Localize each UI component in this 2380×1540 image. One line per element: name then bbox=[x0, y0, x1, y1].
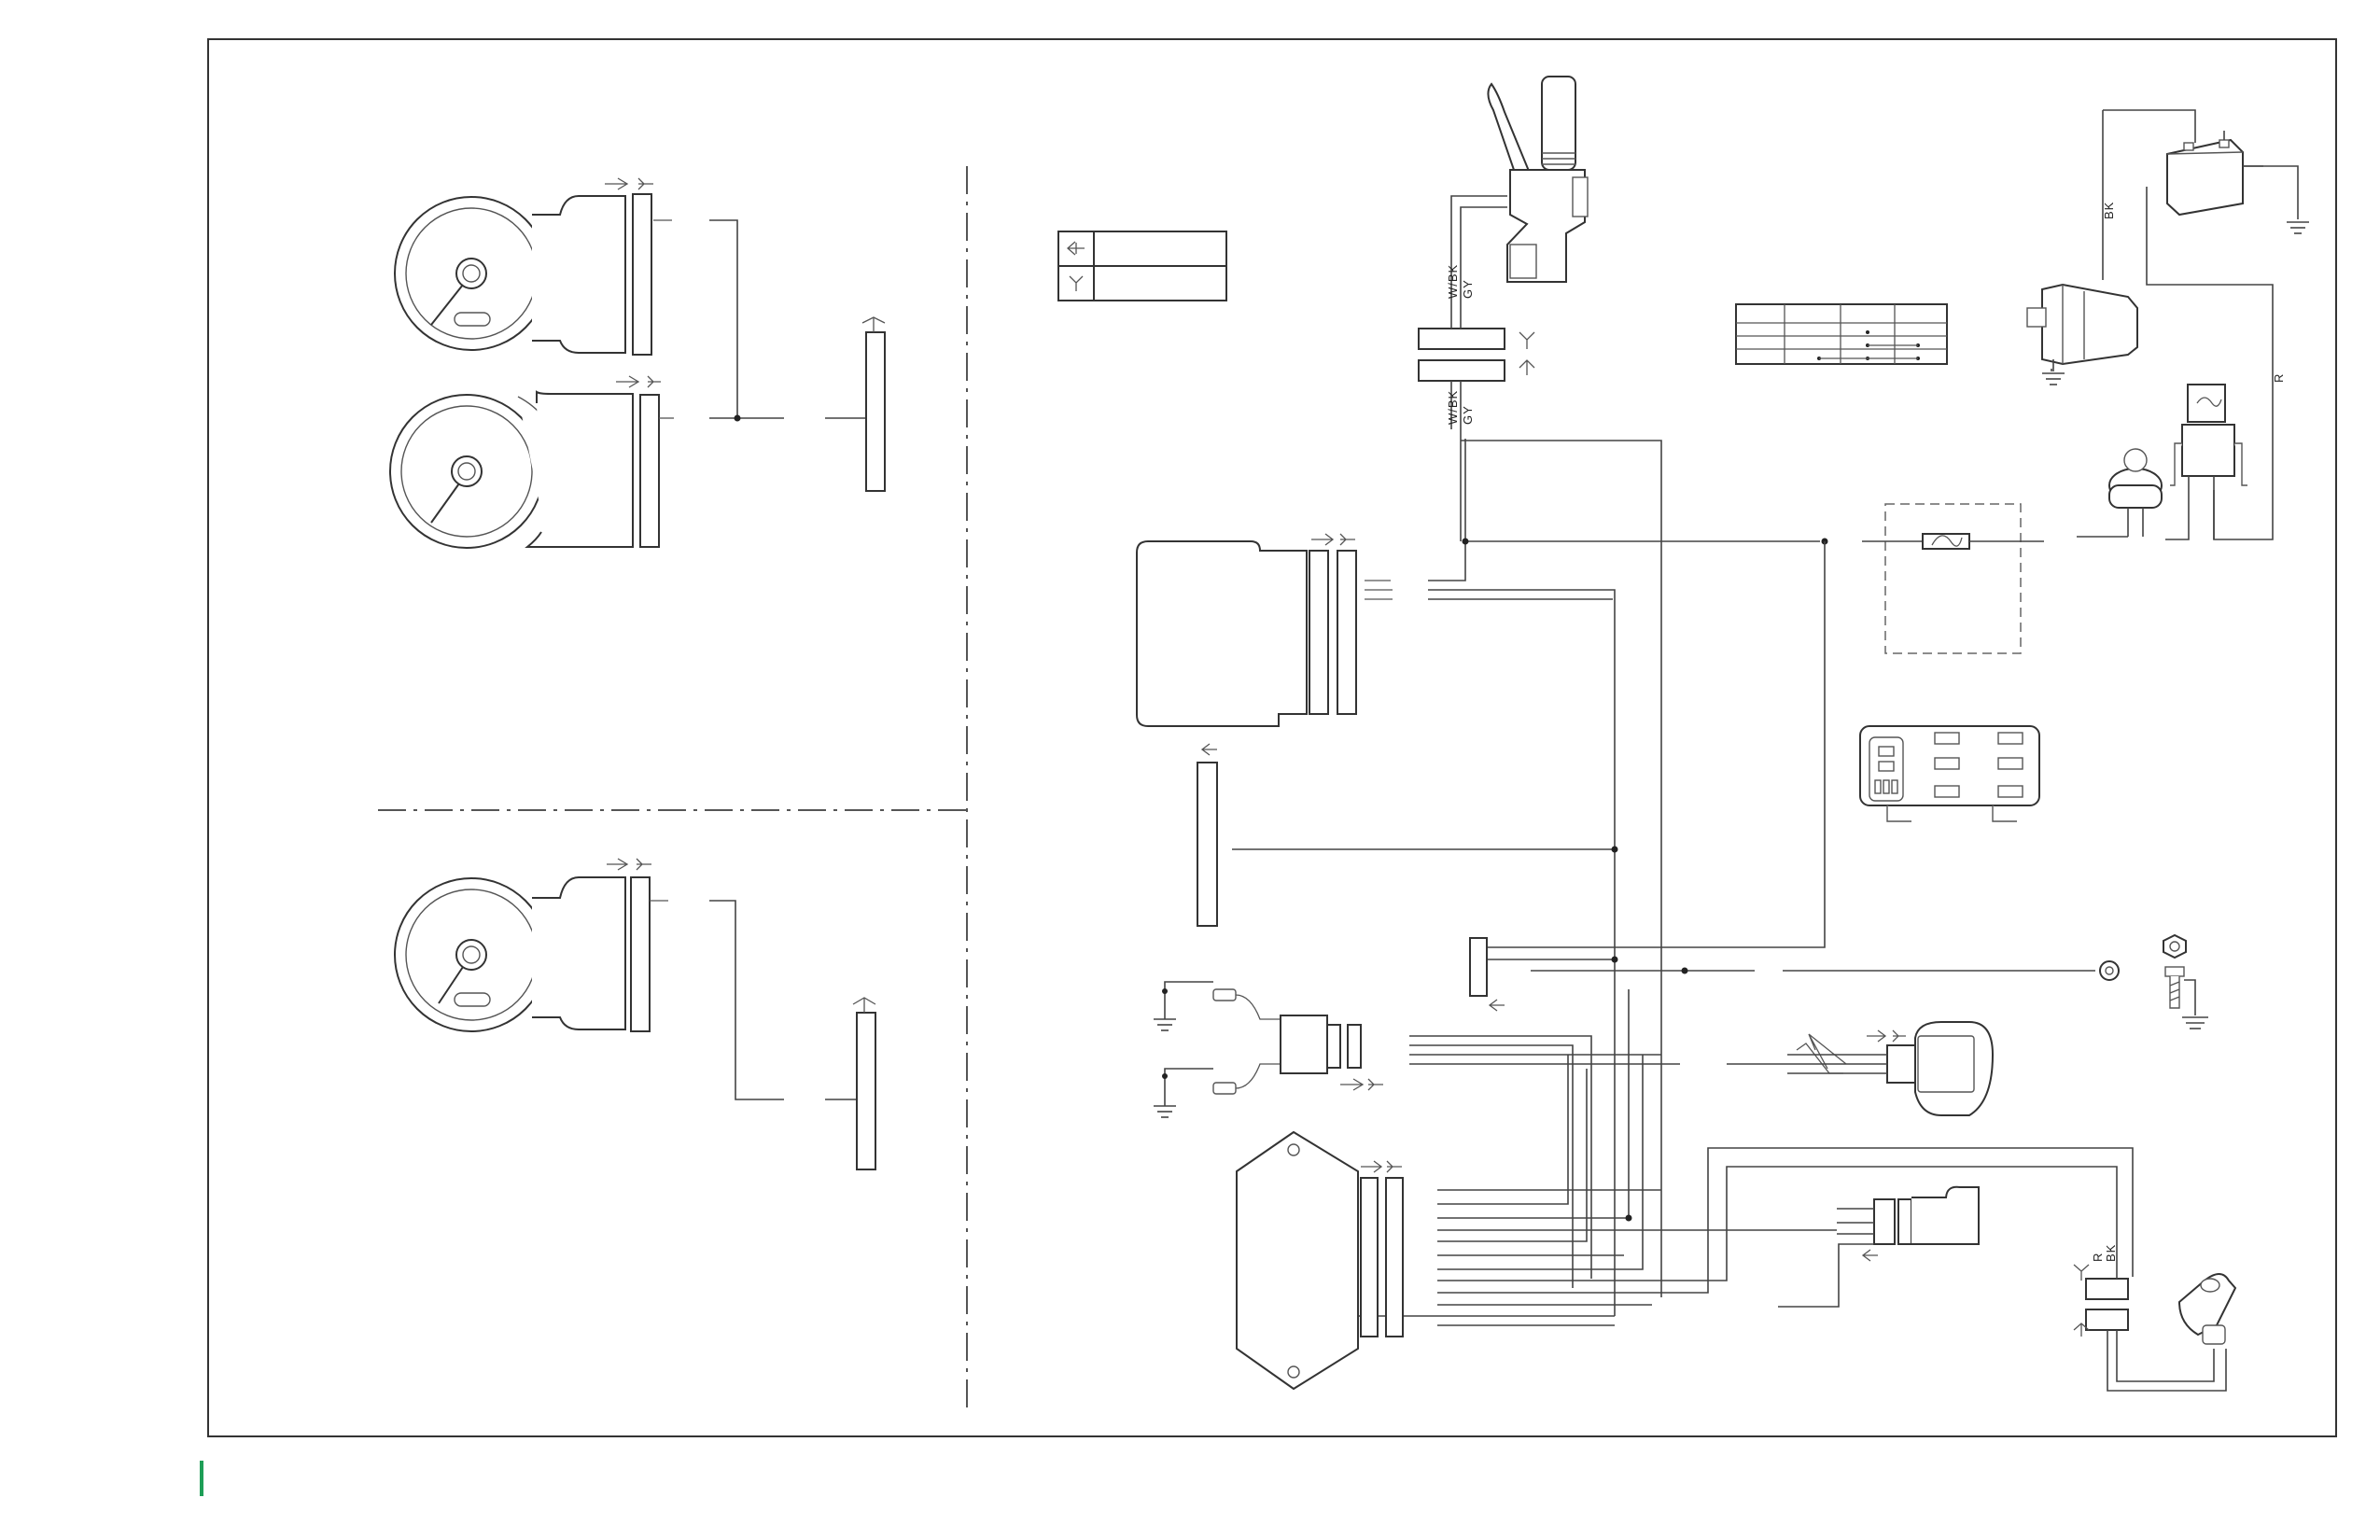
gauge-3 bbox=[394, 858, 651, 1032]
gauge-3-wiring bbox=[650, 900, 876, 1170]
small-connector bbox=[1469, 937, 1505, 1012]
gauge-1-wiring bbox=[653, 219, 738, 418]
clutch-lever-switch bbox=[1450, 76, 1589, 317]
wire-label-sensor-r: R bbox=[2091, 1253, 2105, 1262]
wire-label-clutch-upper-1: W/BK bbox=[1446, 264, 1460, 299]
throttle-sensor bbox=[1727, 1021, 1995, 1116]
starter-motor bbox=[2026, 283, 2138, 385]
wire-label-battery-pos: R bbox=[2272, 373, 2286, 383]
sensor-cluster bbox=[1154, 981, 1680, 1288]
fuse-block bbox=[1859, 725, 2040, 822]
control-module bbox=[1136, 533, 1357, 727]
wire-label-clutch-lower-1: W/BK bbox=[1446, 390, 1460, 425]
page-accent-bar bbox=[200, 1461, 203, 1496]
wire-label-battery: BK bbox=[2102, 202, 2116, 219]
fuse-group-box bbox=[1884, 503, 2022, 654]
wire-label-clutch-lower-2: GY bbox=[1461, 405, 1475, 425]
inline-fuse bbox=[1862, 533, 2044, 550]
speed-sensor bbox=[2073, 1264, 2237, 1392]
gauge-3-connector bbox=[856, 1012, 876, 1170]
gauge-2-wiring bbox=[659, 316, 886, 492]
gauge-2 bbox=[389, 375, 661, 549]
wiring-harness bbox=[1232, 439, 2120, 1317]
module-connector-vertical bbox=[1197, 743, 1218, 927]
wire-label-sensor-bk: BK bbox=[2104, 1244, 2118, 1262]
connector-legend bbox=[1057, 231, 1227, 301]
gauge-main-connector bbox=[865, 331, 886, 492]
gauge-1 bbox=[394, 177, 653, 356]
switch-logic-table bbox=[1735, 303, 1948, 365]
wire-label-clutch-upper-2: GY bbox=[1461, 279, 1475, 299]
clutch-connector bbox=[1418, 317, 1535, 439]
ground-bolt bbox=[2163, 933, 2208, 1029]
battery bbox=[2102, 109, 2309, 540]
relay bbox=[2165, 384, 2247, 540]
ignition-switch bbox=[2077, 448, 2163, 538]
crank-sensor-connector bbox=[1778, 1185, 1980, 1308]
diagram-frame bbox=[207, 38, 2337, 1437]
ignition-module bbox=[1236, 989, 2134, 1391]
